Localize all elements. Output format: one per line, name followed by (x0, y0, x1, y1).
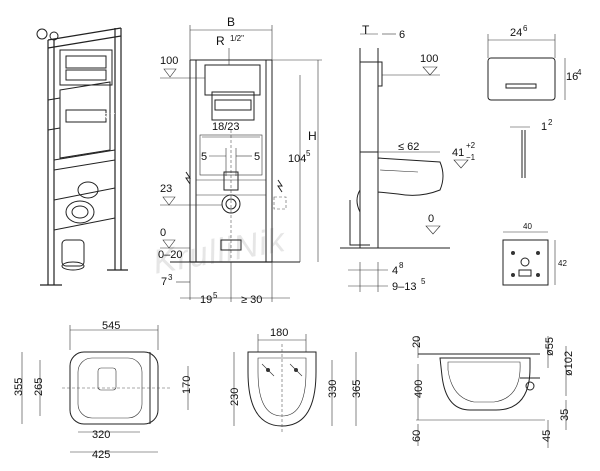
dim-R-inch: 1/2" (230, 34, 244, 43)
dim-20: 20 (411, 336, 423, 348)
dim-1-sup: 2 (548, 118, 553, 127)
dim-320: 320 (92, 429, 110, 441)
dim-0-left: 0 (160, 227, 166, 239)
dim-60: 60 (411, 430, 423, 442)
frame-side-view: T 6 100 ≤ 62 41 +2 −1 0 4 8 9–13 5 (340, 23, 476, 293)
dim-41: 41 (452, 147, 464, 159)
toilet-top-view: 545 355 265 170 320 425 (13, 320, 193, 461)
dim-40: 40 (523, 222, 532, 231)
flush-plate-view: 24 6 16 4 1 2 (487, 24, 582, 178)
dim-230: 230 (229, 388, 241, 406)
dim-45: 45 (541, 430, 553, 442)
dim-19: 19 (200, 294, 212, 306)
dim-355: 355 (13, 378, 25, 396)
dim-365: 365 (351, 380, 363, 398)
dim-9-13-sup: 5 (421, 277, 426, 286)
dim-400: 400 (413, 380, 425, 398)
dim-170: 170 (181, 376, 193, 394)
dim-d55: ø55 (544, 337, 556, 356)
dim-9-13: 9–13 (392, 281, 416, 293)
dim-18-23: 18/23 (212, 121, 240, 133)
dim-180: 180 (270, 327, 288, 339)
dim-35: 35 (559, 409, 571, 421)
dim-104: 104 (288, 153, 306, 165)
dim-265: 265 (33, 378, 45, 396)
dim-5-left: 5 (201, 151, 207, 163)
dim-100-left: 100 (160, 55, 178, 67)
dim-19-sup: 5 (213, 291, 218, 300)
installation-frame-illustration: GEBERIT (36, 27, 128, 286)
dim-16-sup: 4 (577, 68, 582, 77)
dim-R: R (216, 34, 225, 48)
dim-7: 7 (161, 276, 167, 288)
dim-23: 23 (160, 183, 172, 195)
square-panel-view: 40 42 (502, 222, 567, 286)
dim-104-sup: 5 (306, 149, 311, 158)
dim-ge30: ≥ 30 (241, 294, 262, 306)
dim-6: 6 (399, 29, 405, 41)
dim-4-sup: 8 (399, 261, 404, 270)
dim-545: 545 (102, 320, 120, 332)
dim-100-right: 100 (420, 53, 438, 65)
dim-16: 16 (566, 71, 578, 83)
dim-330: 330 (327, 380, 339, 398)
frame-front-view: B R 1/2" 100 18/23 5 5 23 0 0–20 7 3 (158, 15, 322, 306)
dim-24-sup: 6 (523, 24, 528, 33)
dim-le62: ≤ 62 (398, 141, 419, 153)
dim-24: 24 (510, 27, 522, 39)
dim-5-right: 5 (254, 151, 260, 163)
dim-0-20: 0–20 (158, 249, 182, 261)
dim-B: B (227, 15, 235, 29)
dim-41-sub: −1 (466, 153, 476, 162)
dim-425: 425 (92, 449, 110, 461)
dim-d102: ø102 (563, 351, 575, 376)
dim-0-right: 0 (428, 213, 434, 225)
dim-T: T (362, 23, 370, 37)
dim-4: 4 (392, 265, 398, 277)
dim-H: H (308, 129, 317, 143)
dim-1: 1 (541, 121, 547, 133)
dim-7-sup: 3 (168, 273, 173, 282)
svg-text:GEBERIT: GEBERIT (80, 112, 115, 121)
toilet-profile-view: 20 400 60 ø55 ø102 45 35 (411, 336, 575, 448)
toilet-front-view: 180 230 330 365 (229, 327, 363, 432)
dim-41-sup: +2 (466, 141, 476, 150)
dim-42: 42 (558, 259, 567, 268)
